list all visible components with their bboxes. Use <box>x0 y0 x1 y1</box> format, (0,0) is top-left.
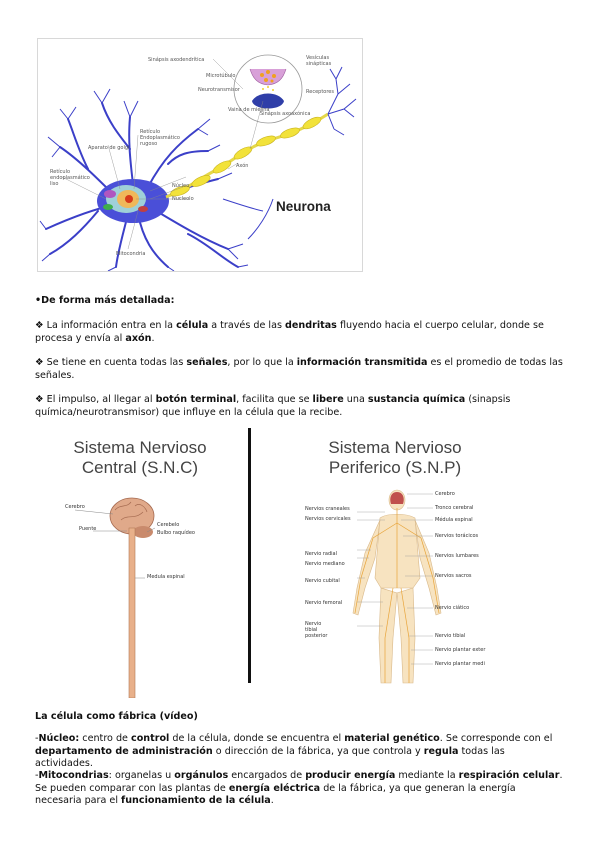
label-reticulo-rugoso: Retículo Endoplasmático rugoso <box>140 129 180 147</box>
label-neurotransmisor: Neurotransmisor <box>198 87 240 93</box>
bullet-paragraph-3: ❖ El impulso, al llegar al botón termina… <box>35 394 511 418</box>
snp-right-label: Nervio ciático <box>435 605 470 611</box>
human-body-nerves-illustration <box>352 489 442 684</box>
snc-title: Sistema Nervioso Central (S.N.C) <box>73 438 207 477</box>
label-puente: Puente <box>79 526 97 532</box>
neuron-illustration <box>39 54 357 271</box>
snp-right-label: Nervio plantar exter <box>435 647 486 653</box>
snp-right-label: Nervio tibial <box>435 633 466 639</box>
label-reticulo-liso: Retículo endoplasmático liso <box>50 169 90 187</box>
snp-right-label: Nervios sacros <box>435 573 472 579</box>
label-golgi: Aparato de golgi <box>88 145 130 151</box>
snp-right-label: Nervios torácicos <box>435 533 479 539</box>
label-sinapsis-axoaxonica: Sinápsis axoaxónica <box>260 111 311 117</box>
brain-spinal-cord-illustration <box>74 497 156 698</box>
snp-left-label: Nervios cervicales <box>305 516 351 522</box>
snp-title: Sistema Nervioso Periferico (S.N.P) <box>328 438 462 477</box>
label-nucleo: Núcleo <box>172 183 190 189</box>
label-cerebelo: Cerebelo <box>157 522 180 528</box>
snp-right-label: Tronco cerebral <box>435 505 474 511</box>
snp-right-label: Nervios lumbares <box>435 553 479 559</box>
label-vesiculas: Vesículas sinápticas <box>306 55 332 67</box>
label-nucleolo: Nucleolo <box>172 196 194 202</box>
heading-detallada: •De forma más detallada: <box>35 295 175 306</box>
label-cerebro: Cerebro <box>65 504 85 510</box>
label-sinapsis-axodendritica: Sinápsis axodendrítica <box>148 57 205 63</box>
snp-left-label: Nervio cubital <box>305 578 340 584</box>
label-microtubulo: Microtúbulo <box>206 73 236 79</box>
neuron-figure: Sinápsis axodendrítica Microtúbulo Vesíc… <box>37 38 363 272</box>
label-bulbo: Bulbo raquídeo <box>157 530 195 536</box>
label-medula: Medula espinal <box>147 574 185 580</box>
snp-left-label: Nervio radial <box>305 551 338 557</box>
bullet-paragraph-1: ❖ La información entra en la célula a tr… <box>35 320 544 344</box>
snp-right-label: Cerebro <box>435 491 455 497</box>
snp-left-label: Nervios craneales <box>305 506 350 512</box>
bullet-marker-icon: ❖ <box>35 357 44 368</box>
bullet-paragraph-2: ❖ Se tiene en cuenta todas las señales, … <box>35 357 563 381</box>
snp-left-label: Nervio mediano <box>305 561 345 567</box>
snp-right-label: Nervio plantar medi <box>435 661 485 667</box>
bullet-marker-icon: ❖ <box>35 394 44 405</box>
figure-divider <box>248 428 251 683</box>
neuron-title: Neurona <box>276 199 331 214</box>
label-axon: Axón <box>236 163 249 169</box>
label-vaina: Vaina de mielina <box>228 107 270 113</box>
snp-left-label: Nervio tibial posterior <box>305 621 328 639</box>
mitocondrias-paragraph: -Mitocondrias: organelas u orgánulos enc… <box>35 770 563 807</box>
snp-right-label: Médula espinal <box>435 517 473 523</box>
fabrica-heading: La célula como fábrica (vídeo) <box>35 711 198 722</box>
bullet-marker-icon: ❖ <box>35 320 44 331</box>
nervous-system-figure: Sistema Nervioso Central (S.N.C) Cerebro… <box>35 428 565 698</box>
label-mitocondria: Mitocondria <box>116 251 146 257</box>
label-receptores: Receptores <box>306 89 334 95</box>
nucleo-paragraph: -Núcleo: centro de control de la célula,… <box>35 733 553 770</box>
snp-left-label: Nervio femoral <box>305 600 343 606</box>
